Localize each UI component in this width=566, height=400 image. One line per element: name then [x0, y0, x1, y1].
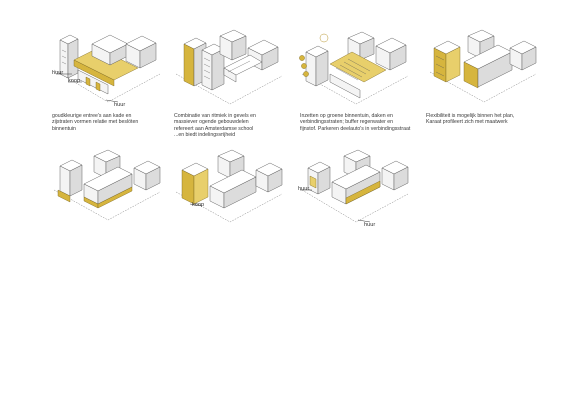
panel-1-diagram: huur koop huur — [48, 30, 163, 110]
panel-4-caption: Flexibiliteit is mogelijk binnen het pla… — [426, 113, 515, 126]
panel-1-tag-3: huur — [114, 102, 126, 108]
panel-7-tag-2: huur — [364, 222, 376, 228]
panel-5-drawing — [53, 149, 161, 221]
panel-2-caption: Combinatie van ritmiek in gevels en mass… — [174, 113, 256, 139]
sun-icon — [319, 33, 329, 43]
panel-6-drawing — [175, 149, 283, 223]
panel-3-caption: Inzetten op groene binnentuin, daken en … — [300, 113, 411, 132]
panel-7-drawing — [300, 149, 409, 223]
panel-3-drawing — [299, 31, 409, 105]
panel-1-tag-2: koop — [68, 78, 81, 84]
panel-2-drawing — [175, 29, 283, 105]
panel-5-diagram — [48, 149, 163, 228]
panel-3-diagram — [296, 28, 411, 110]
panel-1-caption: goudkleurige entree's aan kade en zijstr… — [52, 113, 139, 132]
panel-6-diagram: koop — [170, 149, 285, 228]
panel-6-tag-1: koop — [192, 202, 205, 208]
panel-1-drawing — [53, 34, 161, 103]
panel-7-diagram: huur huur — [296, 149, 411, 232]
panel-7-tag-1: huur — [298, 186, 310, 192]
panel-4-diagram — [424, 29, 539, 110]
panel-1-tag-1: huur — [52, 70, 64, 76]
panel-4-drawing — [429, 29, 537, 103]
panel-2-diagram — [170, 29, 285, 110]
